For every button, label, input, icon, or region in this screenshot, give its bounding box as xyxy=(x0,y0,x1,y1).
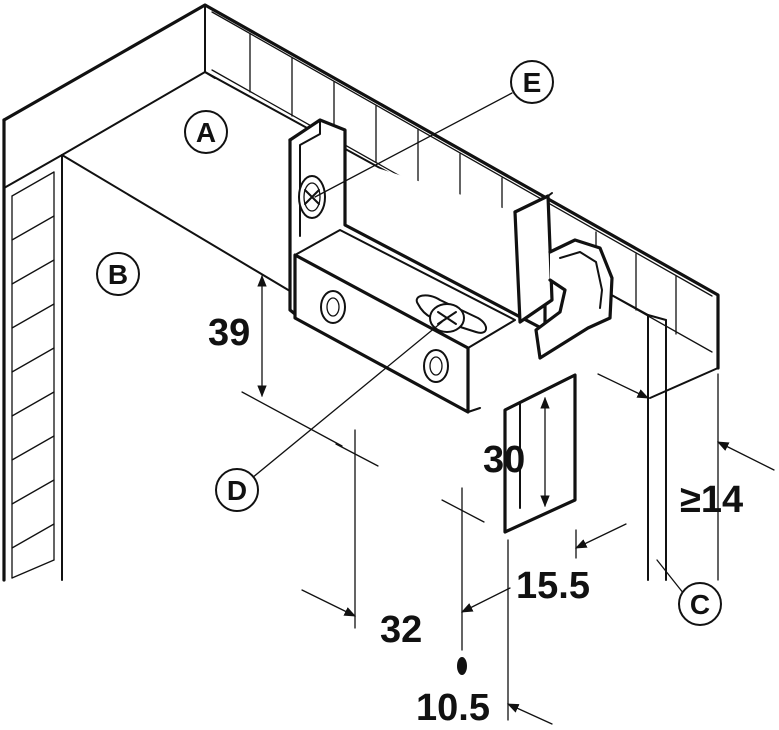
dim-14-label: ≥14 xyxy=(680,479,743,521)
callout-d-label: D xyxy=(227,475,247,506)
leader-c xyxy=(656,559,685,595)
callout-e-label: E xyxy=(523,67,542,98)
callout-b-label: B xyxy=(108,259,128,290)
leader-d xyxy=(251,321,443,479)
dimension-10-5-lines xyxy=(457,539,553,725)
callout-c-label: C xyxy=(690,589,710,620)
dim-32-label: 32 xyxy=(380,609,422,651)
callout-b: B xyxy=(96,252,140,296)
door-panel xyxy=(647,314,667,581)
callout-a: A xyxy=(184,110,228,154)
leader-e xyxy=(314,92,513,198)
callout-c: C xyxy=(678,582,722,626)
dimension-15-5-lines xyxy=(574,523,627,559)
top-edge-grid xyxy=(211,11,713,353)
dimension-14-lines xyxy=(597,373,775,581)
callout-d: D xyxy=(215,468,259,512)
dim-39-label: 39 xyxy=(208,312,250,354)
dimension-39-lines xyxy=(241,274,343,447)
callout-e: E xyxy=(510,60,554,104)
hinge-bracket xyxy=(288,118,614,534)
dim-30-label: 30 xyxy=(483,439,525,481)
dim-10-5-label: 10.5 xyxy=(416,687,490,729)
callout-a-label: A xyxy=(196,117,216,148)
cabinet-side-panel xyxy=(2,118,306,582)
dim-15-5-label: 15.5 xyxy=(516,565,590,607)
dimension-32-lines xyxy=(301,429,511,651)
